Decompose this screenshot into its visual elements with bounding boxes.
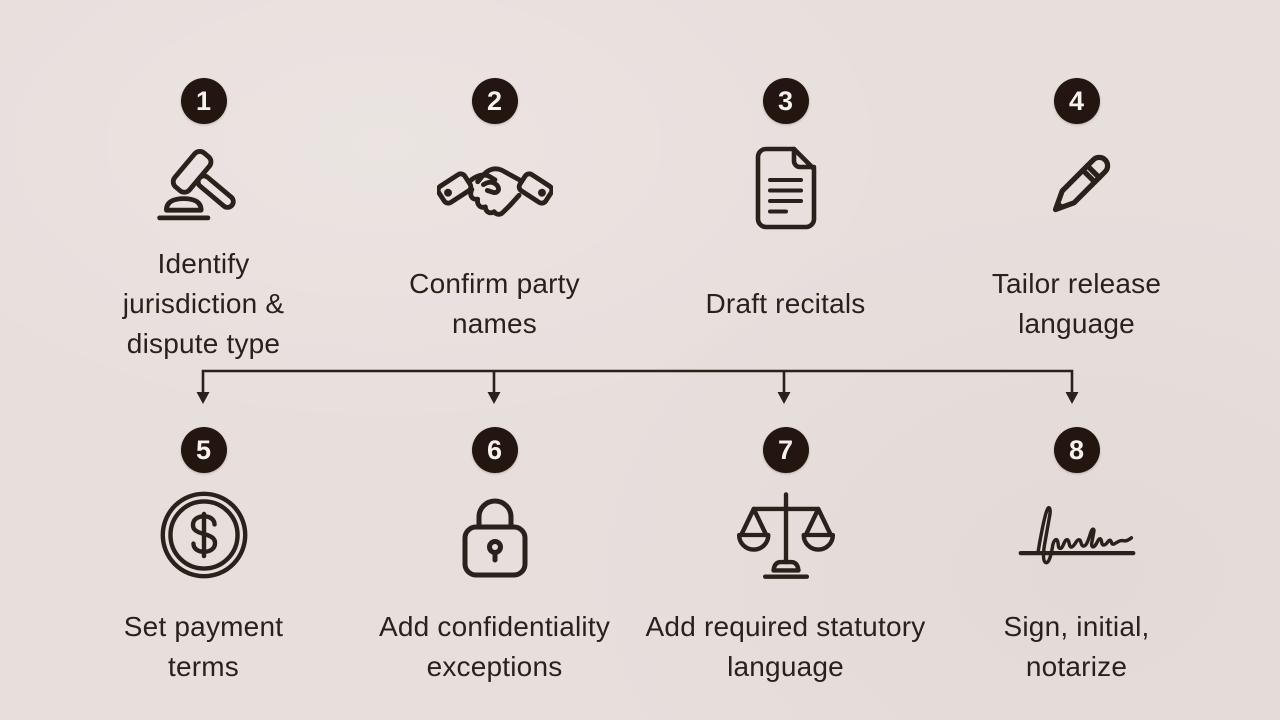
step-number-badge: 8 xyxy=(1053,427,1100,473)
step-number-badge: 7 xyxy=(762,427,809,473)
dollar-coin-icon xyxy=(160,491,247,579)
step-icon-box xyxy=(736,487,836,583)
step-number-badge: 1 xyxy=(180,78,227,124)
steps-row-bottom: 5 Set payment terms 6 xyxy=(58,427,1222,687)
step-number-badge: 2 xyxy=(471,78,518,124)
step-label: Add confidentiality exceptions xyxy=(378,611,611,682)
step-column-2: 2 xyxy=(349,78,640,362)
step-label: Identify jurisdiction & dispute type xyxy=(122,248,285,359)
step-number-badge: 4 xyxy=(1053,78,1100,124)
step-number-badge: 3 xyxy=(762,78,809,124)
step-label: Tailor release language xyxy=(991,268,1162,339)
step-column-4: 4 Tailor release language xyxy=(931,78,1222,362)
step-icon-box xyxy=(1033,140,1121,236)
document-icon xyxy=(755,146,816,230)
step-column-5: 5 Set payment terms xyxy=(58,427,349,687)
step-icon-box xyxy=(1015,487,1139,583)
padlock-icon xyxy=(462,498,527,578)
step-column-6: 6 Add confidentiality exceptions xyxy=(349,427,640,687)
step-label: Confirm party names xyxy=(409,268,580,339)
step-icon-box xyxy=(151,140,257,236)
step-icon-box xyxy=(457,487,533,583)
scales-icon xyxy=(736,492,835,579)
step-number-badge: 6 xyxy=(471,427,518,473)
step-label: Add required statutory language xyxy=(645,611,926,682)
step-column-3: 3 Draft recitals xyxy=(640,78,931,362)
pencil-icon xyxy=(1052,154,1110,213)
step-icon-box xyxy=(158,487,250,583)
step-label: Sign, initial, notarize xyxy=(1003,611,1150,682)
steps-row-top: 1 Identify jurisdiction & dispute type xyxy=(58,78,1222,362)
step-column-7: 7 Add required statutory la xyxy=(640,427,931,687)
signature-icon xyxy=(1018,506,1135,565)
step-label: Draft recitals xyxy=(705,288,866,319)
gavel-icon xyxy=(156,149,236,221)
step-icon-box xyxy=(436,140,553,236)
handshake-icon xyxy=(436,165,553,217)
step-column-8: 8 Sign, initial, notarize xyxy=(931,427,1222,687)
step-icon-box xyxy=(753,140,819,236)
step-label: Set payment terms xyxy=(123,611,284,682)
step-number-badge: 5 xyxy=(180,427,227,473)
step-column-1: 1 Identify jurisdiction & dispute type xyxy=(58,78,349,362)
